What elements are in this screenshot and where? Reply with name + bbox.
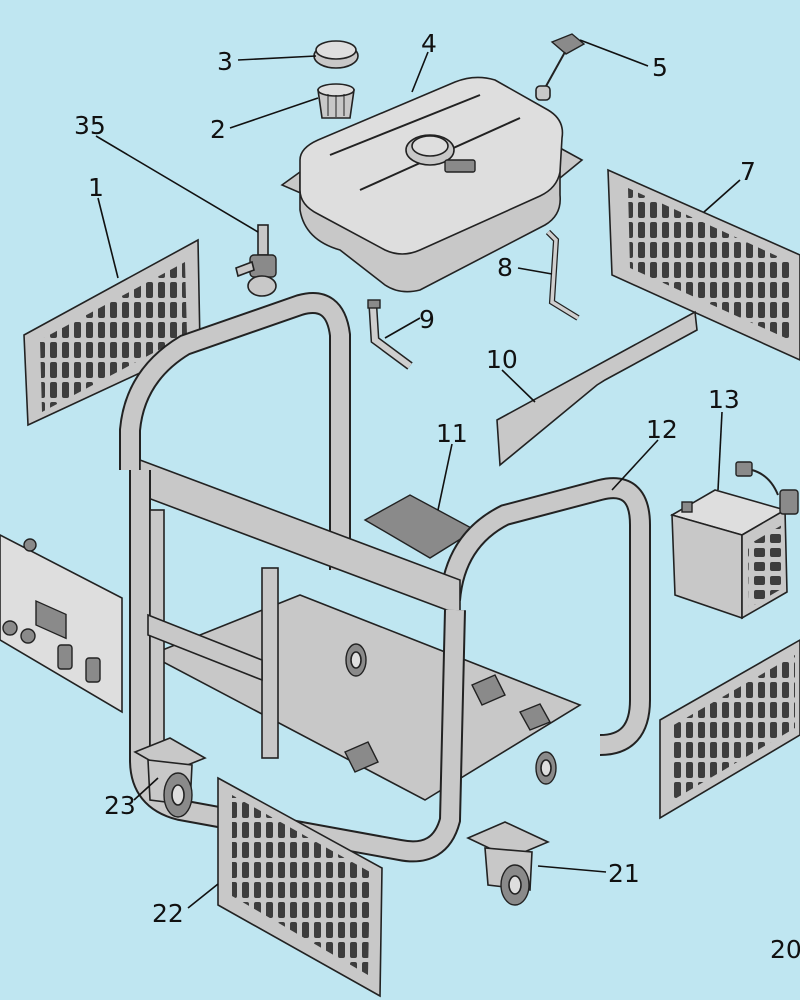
callout-labels: 3 2 4 5 7 35 1 8 9 10 13 12 11 21 22 23 … bbox=[74, 29, 800, 964]
label-21: 21 bbox=[608, 859, 640, 888]
part-10-plate bbox=[496, 310, 698, 467]
part-3-fuel-cap bbox=[313, 40, 359, 69]
frame-wheel bbox=[345, 643, 367, 677]
part-23-caster-wheel bbox=[133, 737, 207, 818]
label-11: 11 bbox=[436, 419, 468, 448]
label-9: 9 bbox=[419, 305, 435, 334]
part-2-fuel-strainer bbox=[317, 83, 355, 119]
part-13-battery bbox=[669, 461, 799, 620]
part-4-fuel-tank bbox=[280, 76, 584, 293]
part-35-fuel-valve bbox=[235, 224, 277, 297]
label-35: 35 bbox=[74, 111, 106, 140]
part-8-fuel-line bbox=[545, 229, 580, 321]
part-1-side-grille bbox=[23, 238, 201, 427]
label-23: 23 bbox=[104, 791, 136, 820]
part-21-caster-wheel bbox=[466, 821, 550, 906]
part-12-frame bbox=[119, 292, 651, 863]
label-8: 8 bbox=[497, 253, 513, 282]
label-10: 10 bbox=[486, 345, 518, 374]
part-22-front-grille bbox=[217, 776, 383, 998]
page-number: 20 bbox=[770, 935, 800, 964]
label-7: 7 bbox=[740, 157, 756, 186]
label-4: 4 bbox=[421, 29, 437, 58]
label-22: 22 bbox=[152, 899, 184, 928]
label-3: 3 bbox=[217, 47, 233, 76]
frame-wheel bbox=[535, 751, 557, 785]
label-1: 1 bbox=[88, 173, 104, 202]
label-2: 2 bbox=[210, 115, 226, 144]
part-9-connector-pipe bbox=[367, 299, 413, 370]
label-12: 12 bbox=[646, 415, 678, 444]
leader-lines bbox=[95, 39, 741, 909]
label-5: 5 bbox=[652, 53, 668, 82]
control-panel bbox=[0, 534, 123, 714]
right-side-grille bbox=[659, 639, 800, 820]
part-5-fuel-gauge bbox=[535, 33, 586, 101]
label-13: 13 bbox=[708, 385, 740, 414]
part-7-rear-grille bbox=[607, 168, 800, 361]
